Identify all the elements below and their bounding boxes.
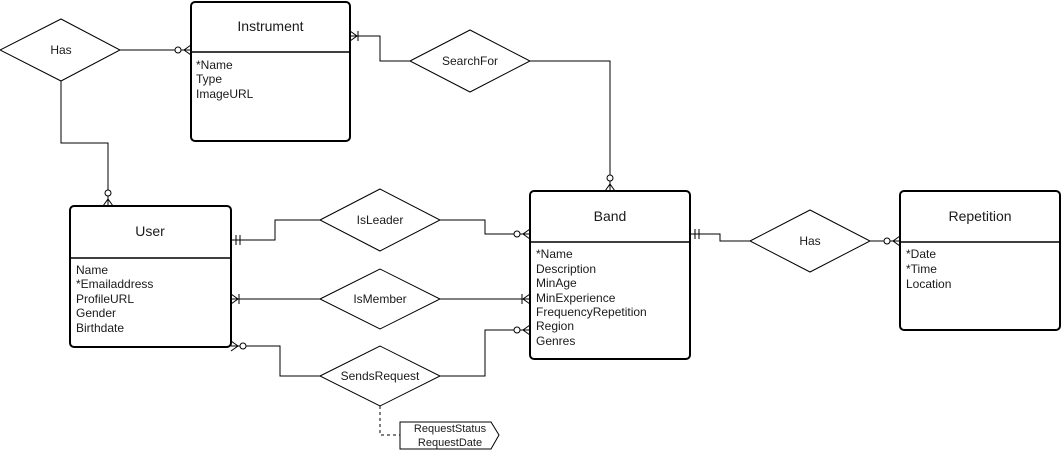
entity-attribute: Type	[196, 72, 222, 86]
entity-title: User	[135, 223, 165, 239]
relationship-attribute-note[interactable]: RequestStatus RequestDate	[399, 421, 500, 450]
entity-attribute: *Date	[906, 247, 936, 261]
marker-zero-many-band-leader	[513, 228, 531, 240]
entity-title: Band	[594, 208, 627, 224]
entity-attribute: Description	[536, 262, 596, 276]
entity-attribute: FrequencyRepetition	[536, 305, 647, 319]
marker-one-one-user-leader	[235, 235, 241, 245]
edge-searchfor-band	[530, 60, 611, 191]
edge-sendsrequest-band	[440, 329, 530, 377]
relationship-has-user-instrument[interactable]: Has	[0, 18, 122, 82]
marker-one-many-instrument-right	[349, 30, 359, 42]
edge-sendsrequest-note	[379, 406, 400, 436]
entity-attribute: Region	[536, 319, 574, 333]
entity-attribute: *Emailaddress	[76, 277, 153, 291]
edge-instrument-searchfor	[350, 35, 410, 62]
entity-attribute: *Name	[196, 58, 233, 72]
entity-attribute: MinAge	[536, 276, 577, 290]
entity-attribute: Birthdate	[76, 321, 124, 335]
marker-one-one-band-has	[694, 229, 700, 239]
entity-attribute: *Time	[906, 262, 937, 276]
entity-attribute: Name	[76, 263, 108, 277]
note-attribute-request-date: RequestDate	[418, 437, 482, 449]
entity-title: Instrument	[237, 18, 303, 34]
entity-attribute: Location	[906, 277, 951, 291]
relationship-label: Has	[799, 234, 820, 248]
relationship-label: SearchFor	[442, 54, 498, 68]
connectors	[60, 35, 900, 436]
edge-user-isleader	[231, 219, 320, 241]
marker-one-many-band-member	[521, 293, 531, 305]
marker-zero-many-user-top	[102, 189, 114, 207]
note-attribute-request-status: RequestStatus	[414, 423, 487, 435]
relationship-searchfor[interactable]: SearchFor	[408, 29, 532, 93]
relationship-isleader[interactable]: IsLeader	[318, 188, 442, 252]
cardinality-markers	[102, 30, 901, 352]
relationship-sendsrequest[interactable]: SendsRequest	[318, 345, 442, 407]
entity-attribute: ImageURL	[196, 87, 254, 101]
edge-band-has	[690, 233, 750, 242]
relationship-label: IsMember	[353, 292, 406, 306]
entity-instrument[interactable]: Instrument *Name Type ImageURL	[190, 1, 351, 142]
relationship-ismember[interactable]: IsMember	[318, 268, 442, 330]
entity-user[interactable]: User Name *Emailaddress ProfileURL Gende…	[69, 205, 232, 348]
relationship-has-band-repetition[interactable]: Has	[748, 209, 872, 273]
marker-one-many-user-member	[230, 293, 240, 305]
relationship-label: SendsRequest	[341, 369, 420, 383]
edge-has-user	[60, 81, 109, 206]
entity-title: Repetition	[948, 208, 1011, 224]
entity-attribute: Gender	[76, 306, 116, 320]
entity-attribute: MinExperience	[536, 291, 616, 305]
entity-attribute: ProfileURL	[76, 292, 134, 306]
marker-zero-many-instrument-left	[174, 44, 192, 56]
entity-attribute: *Name	[536, 247, 573, 261]
relationship-label: IsLeader	[357, 213, 404, 227]
marker-zero-many-band-top	[604, 174, 616, 192]
relationship-label: Has	[50, 43, 71, 57]
entity-band[interactable]: Band *Name Description MinAge MinExperie…	[529, 190, 691, 360]
marker-zero-many-repetition	[883, 235, 901, 247]
marker-zero-many-user-request	[230, 340, 247, 352]
marker-zero-many-band-request	[513, 324, 531, 336]
edge-isleader-band	[440, 219, 530, 235]
entity-attribute: Genres	[536, 334, 575, 348]
edge-user-sendsrequest	[231, 345, 320, 377]
entity-repetition[interactable]: Repetition *Date *Time Location	[899, 190, 1061, 331]
